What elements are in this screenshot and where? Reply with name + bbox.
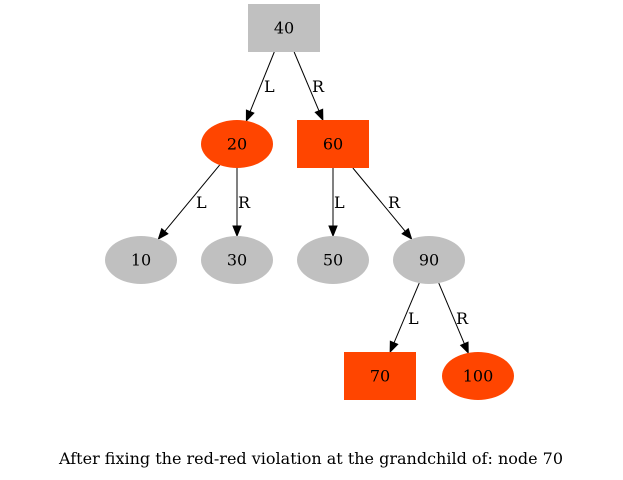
node-ellipse [442,352,514,400]
arrowhead-icon [401,227,413,241]
edge-line [352,167,406,232]
edge-label: R [312,77,325,96]
node-label: 10 [131,251,151,270]
arrowhead-icon [459,341,469,355]
edge-label: R [456,309,469,328]
edge-line [438,282,465,344]
node-ellipse [201,120,273,168]
edge-label: L [264,77,275,96]
edge-label: R [238,193,251,212]
node-box [297,120,369,168]
tree-node-10: 10 [105,236,177,284]
node-label: 100 [463,367,494,386]
edge-90-70: L [389,282,420,354]
edges-layer: L R L R L R L R [157,51,469,355]
edge-label: R [388,193,401,212]
node-box [248,4,320,52]
node-label: 40 [274,19,294,38]
tree-node-30: 30 [201,236,273,284]
node-label: 30 [227,251,247,270]
node-label: 60 [323,135,343,154]
node-ellipse [393,236,465,284]
edge-40-20: L [245,51,275,123]
node-box [344,352,416,400]
edge-20-10: L [157,164,220,241]
arrowhead-icon [232,225,242,238]
tree-node-40: 40 [248,4,320,52]
edge-label: L [408,309,419,328]
tree-node-20: 20 [201,120,273,168]
node-label: 50 [323,251,343,270]
tree-node-90: 90 [393,236,465,284]
edge-line [393,282,420,343]
edge-60-90: R [352,167,413,241]
edge-label: L [196,193,207,212]
edge-label: L [334,193,345,212]
tree-node-60: 60 [297,120,369,168]
arrowhead-icon [245,109,255,123]
edge-line [249,51,275,112]
node-label: 70 [370,367,390,386]
edge-40-60: R [293,51,325,122]
node-label: 20 [227,135,247,154]
edge-60-50: L [328,168,345,238]
tree-node-50: 50 [297,236,369,284]
node-ellipse [201,236,273,284]
edge-90-100: R [438,282,469,355]
arrowhead-icon [389,340,399,354]
arrowhead-icon [157,227,169,241]
arrowhead-icon [328,225,338,238]
edge-line [293,51,320,111]
tree-node-100: 100 [442,352,514,400]
diagram-caption: After fixing the red-red violation at th… [58,449,563,468]
tree-node-70: 70 [344,352,416,400]
edge-20-30: R [232,168,251,238]
nodes-layer: 40 20 60 10 30 50 90 70 100 [105,4,514,400]
node-ellipse [297,236,369,284]
arrowhead-icon [314,108,324,122]
edge-line [164,164,220,232]
node-label: 90 [419,251,439,270]
node-ellipse [105,236,177,284]
